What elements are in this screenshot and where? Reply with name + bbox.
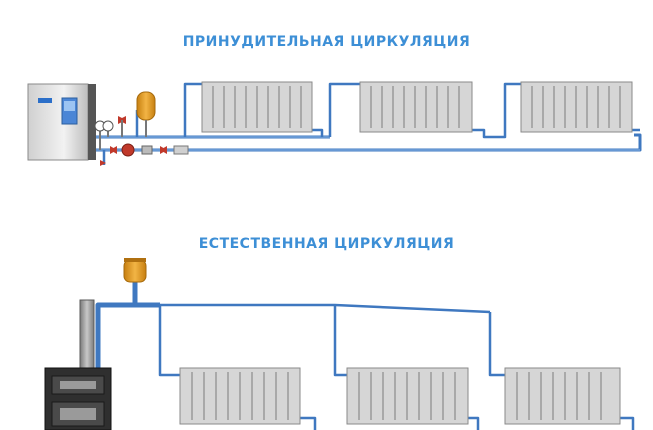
circulation-pump-icon <box>100 143 189 166</box>
natural-circulation-system <box>44 258 635 430</box>
forced-radiator-1 <box>201 81 313 133</box>
forced-pipes <box>95 82 642 165</box>
natural-circulation-title: естественная циркуляция <box>198 236 455 252</box>
forced-radiator-2 <box>359 81 473 133</box>
natural-pipes <box>95 280 635 430</box>
natural-supply-main <box>160 303 491 314</box>
forced-circulation-system <box>27 81 642 166</box>
chimney-icon <box>79 299 95 371</box>
gas-boiler-icon <box>27 83 96 161</box>
natural-radiator-3 <box>504 367 621 425</box>
valve-icon <box>118 116 126 137</box>
pressure-gauge-icon <box>94 120 114 150</box>
natural-riser-pipe <box>95 280 160 370</box>
open-expansion-tank-icon <box>123 258 147 283</box>
forced-radiator-3 <box>520 81 633 133</box>
natural-radiator-2 <box>346 367 469 425</box>
expansion-tank-icon <box>136 91 156 137</box>
solid-fuel-stove-icon <box>44 367 112 430</box>
natural-radiator-1 <box>179 367 301 425</box>
forced-circulation-title: Принудительная циркуляция <box>182 34 471 50</box>
